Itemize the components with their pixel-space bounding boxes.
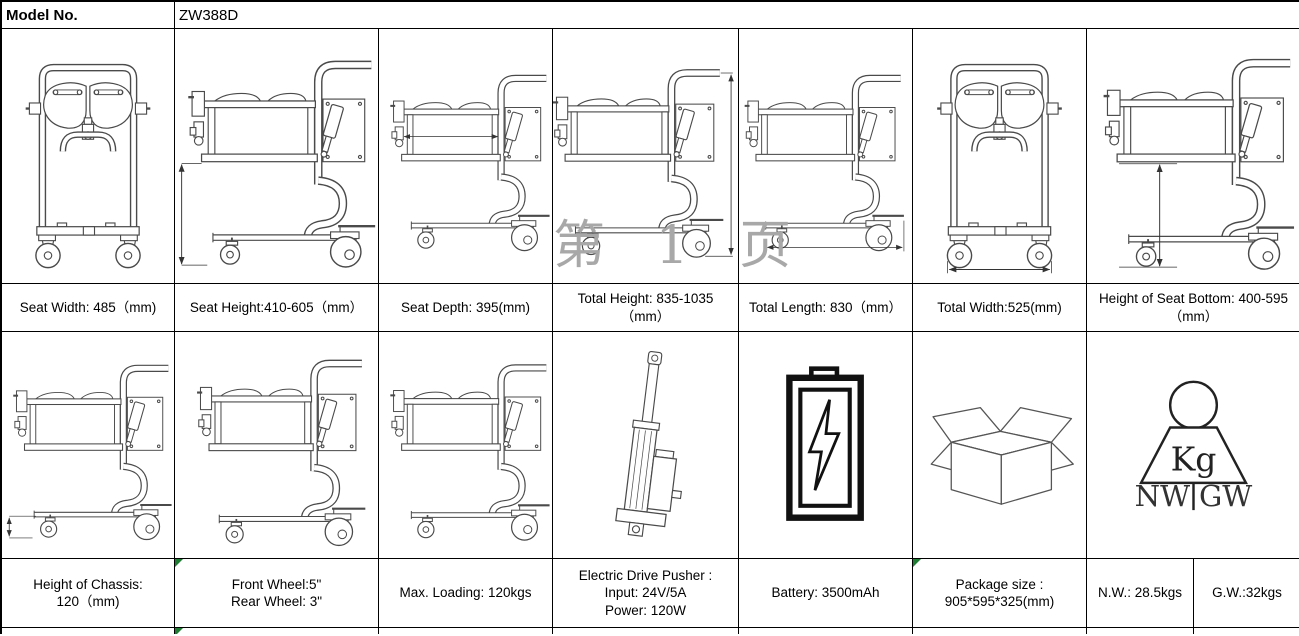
transfer-chair-side-view-drawing [379,343,552,548]
spec-text: Seat Height:410-605（mm） [189,299,364,315]
spec-cell-chassis-height: Height of Chassis: 120（mm) [2,559,175,628]
spec-text: Electric Drive Pusher : [578,568,713,584]
spec-cell-wheels: Front Wheel:5" Rear Wheel: 3" [175,559,379,628]
transfer-chair-side-view-total-length-drawing [739,40,912,272]
open-carton-box-icon [930,407,1074,505]
drawing-cell-seat-width [2,29,175,284]
spec-cell-electric-pusher: Electric Drive Pusher : Input: 24V/5A Po… [553,559,739,628]
spec-cell-battery: Battery: 3500mAh [739,559,913,628]
spec-text: Seat Depth: 395(mm) [400,299,531,315]
spec-text: Height of Chassis: [33,576,143,592]
spec-cell-seat-bottom-height: Height of Seat Bottom: 400-595 （mm） [1087,284,1299,332]
drawing-cell-electric-pusher [553,332,739,559]
drawing-cell-total-width [913,29,1087,284]
partial-row-cell [913,628,1087,634]
drawing-cell-battery [739,332,913,559]
spec-text: N.W.: 28.5kgs [1097,585,1183,601]
excel-error-indicator-icon [175,628,183,634]
weight-body [1139,426,1248,485]
excel-error-indicator-icon [913,559,921,567]
transfer-chair-side-view-wheels-drawing [175,343,378,548]
spec-cell-seat-width: Seat Width: 485（mm) [2,284,175,332]
transfer-chair-front-view-drawing [2,36,174,276]
kg-label: Kg [1171,439,1217,478]
drawing-cell-seat-height [175,29,379,284]
seat-bottom-height-dimension-arrow [1119,163,1178,268]
drawing-cell-seat-bottom-height [1087,29,1299,284]
spec-text: G.W.:32kgs [1212,585,1282,601]
seat-height-dimension-arrow [178,163,208,266]
spec-cell-max-loading: Max. Loading: 120kgs [379,559,553,628]
partial-row-cell [1194,628,1299,634]
battery-lightning-icon [786,366,864,521]
drawing-cell-total-length [739,29,913,284]
partial-row-cell [2,628,175,634]
spec-text: Total Width:525(mm) [937,299,1062,315]
spec-text: Max. Loading: 120kgs [399,585,532,601]
drawing-cell-weight: Kg NW GW [1087,332,1299,559]
drawing-cell-seat-depth [379,29,553,284]
spec-cell-total-height: Total Height: 835-1035 （mm） [553,284,739,332]
partial-row-cell [379,628,553,634]
transfer-chair-side-view-seat-height-drawing [178,40,378,272]
partial-row-cell [1087,628,1194,634]
spec-text: Package size : [955,576,1044,592]
spec-text: Total Length: 830（mm） [748,299,903,315]
weight-ring [1168,380,1219,430]
drawing-cell-package [913,332,1087,559]
spec-text: Seat Width: 485（mm) [19,299,157,315]
spec-cell-net-weight: N.W.: 28.5kgs [1087,559,1194,628]
excel-error-indicator-icon [175,559,183,567]
total-length-dimension-arrow [765,220,905,252]
transfer-chair-side-view-seat-bottom-height-drawing [1087,40,1299,272]
transfer-chair-front-view-total-width-drawing [913,36,1086,274]
partial-row-cell [175,628,379,634]
total-width-dimension-arrow [947,261,1052,274]
partial-row-cell [553,628,739,634]
spec-cell-total-width: Total Width:525(mm) [913,284,1087,332]
transfer-chair-side-view-seat-depth-drawing [379,40,552,272]
nw-label: NW [1135,479,1190,513]
transfer-chair-side-view-total-height-drawing [553,40,734,272]
spec-cell-package-size: Package size : 905*595*325(mm) [913,559,1087,628]
transfer-chair-side-view-chassis-height-drawing [6,343,174,548]
spec-cell-seat-depth: Seat Depth: 395(mm) [379,284,553,332]
spec-text: Total Height: 835-1035 [577,291,714,307]
chassis-height-dimension-arrow [6,515,36,538]
model-no-value: ZW388D [179,6,239,24]
spec-cell-total-length: Total Length: 830（mm） [739,284,913,332]
drawing-cell-chassis-height [2,332,175,559]
drawing-cell-wheels [175,332,379,559]
spec-cell-seat-height: Seat Height:410-605（mm） [175,284,379,332]
spec-cell-gross-weight: G.W.:32kgs [1194,559,1299,628]
model-no-label: Model No. [6,6,78,24]
spec-text: Battery: 3500mAh [771,585,880,601]
gw-label: GW [1199,479,1252,513]
total-height-dimension-arrow [705,72,734,257]
drawing-cell-total-height [553,29,739,284]
drawing-cell-max-loading [379,332,553,559]
model-no-value-cell: ZW388D [175,2,1299,29]
partial-row-cell [739,628,913,634]
electric-linear-actuator-drawing [615,350,682,537]
model-no-label-cell: Model No. [2,2,175,29]
spec-text: Front Wheel:5" [231,576,322,592]
weight-kg-icon: Kg NW GW [1135,380,1252,513]
spec-text: Height of Seat Bottom: 400-595 [1098,291,1289,307]
